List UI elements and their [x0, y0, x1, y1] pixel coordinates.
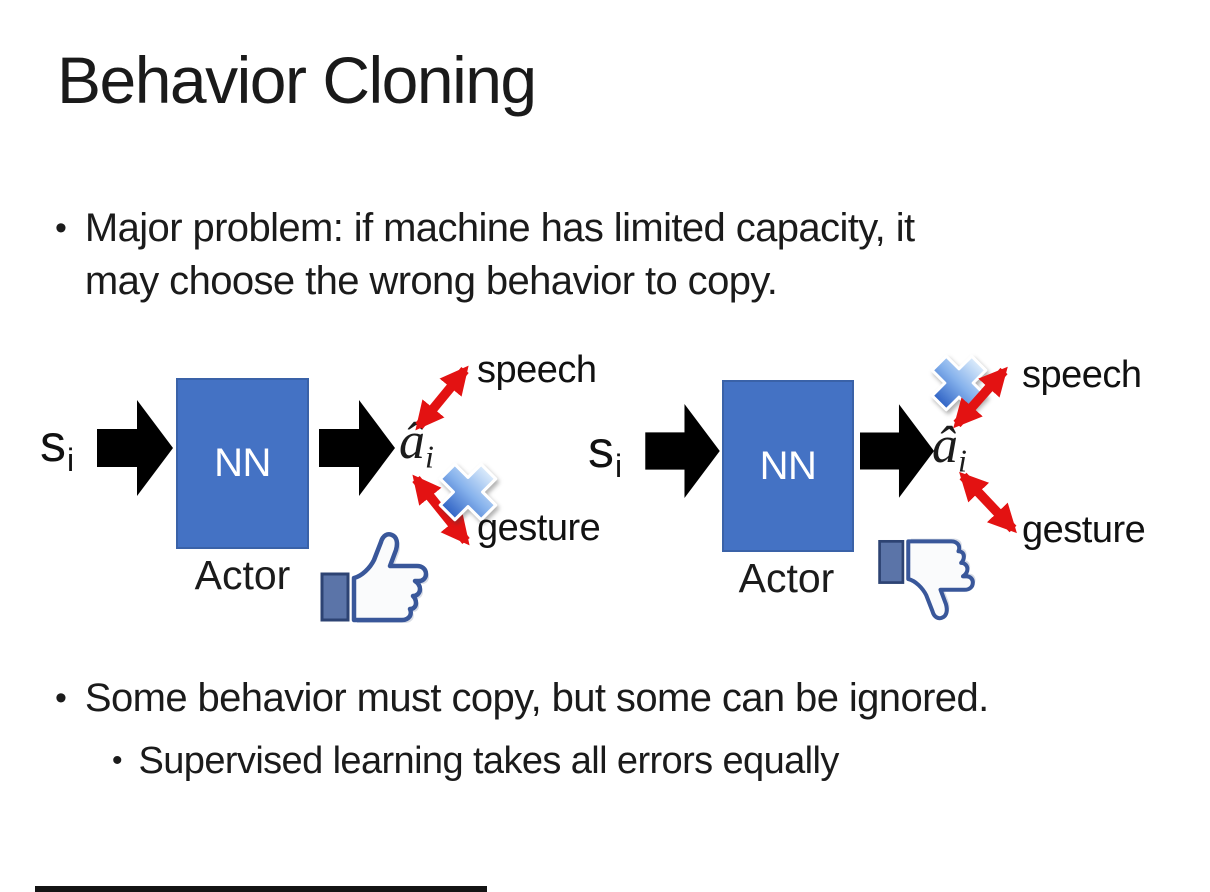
diagram-correct-copy: si NN âi speech gesture Actor [0, 348, 612, 640]
gesture-double-arrow-icon [412, 474, 470, 546]
gesture-label: gesture [477, 507, 601, 549]
actor-label: Actor [194, 552, 291, 598]
bullet-dot: • [55, 209, 67, 247]
cutoff-next-line-fragment [35, 886, 487, 892]
diagram-wrong-copy: si NN âi speech gesture Actor [546, 348, 1210, 640]
nn-label: NN [759, 443, 817, 488]
speech-double-arrow-icon [415, 365, 469, 431]
speech-double-arrow-icon [953, 366, 1008, 429]
bullet-some-behavior: • Some behavior must copy, but some can … [55, 672, 989, 725]
thumbs-up-icon [320, 532, 429, 623]
sub-bullet-text: Supervised learning takes all errors equ… [138, 740, 840, 782]
bullet-line-1: Major problem: if machine has limited ca… [84, 206, 915, 250]
bullet-dot: • [55, 679, 67, 717]
thumbs-down-icon [878, 538, 976, 621]
output-arrow-icon [860, 404, 935, 498]
bullet-dot: • [112, 744, 123, 777]
bullet-line-2: may choose the wrong behavior to copy. [84, 259, 778, 303]
input-state-label: si [588, 421, 623, 485]
speech-label: speech [477, 349, 597, 391]
actor-label: Actor [738, 555, 835, 601]
nn-box: NN [722, 380, 854, 552]
nn-label: NN [214, 441, 271, 485]
input-state-label: si [40, 415, 75, 479]
slide-title: Behavior Cloning [57, 43, 537, 117]
bullet-text: Some behavior must copy, but some can be… [84, 676, 989, 720]
input-arrow-icon [97, 400, 173, 496]
nn-box: NN [176, 378, 309, 549]
sub-bullet-supervised: • Supervised learning takes all errors e… [112, 736, 839, 786]
gesture-label: gesture [1022, 509, 1146, 551]
gesture-double-arrow-icon [959, 471, 1017, 534]
input-arrow-icon [645, 403, 720, 499]
output-arrow-icon [319, 400, 395, 496]
bullet-major-problem: • Major problem: if machine has limited … [55, 202, 915, 308]
speech-label: speech [1022, 354, 1142, 396]
blue-x-icon [438, 462, 498, 522]
